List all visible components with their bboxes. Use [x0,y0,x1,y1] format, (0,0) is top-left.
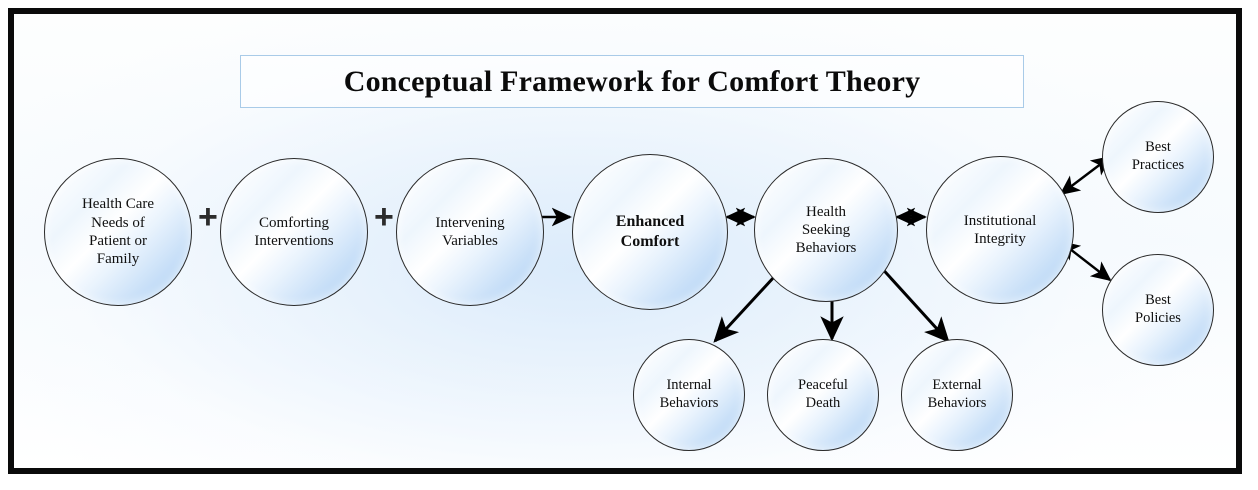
diagram-stage: Conceptual Framework for Comfort Theory [14,14,1236,468]
plus-symbol-2: + [374,198,394,236]
page-title: Conceptual Framework for Comfort Theory [343,64,921,98]
plus-operator-1: + [198,200,218,234]
diagram-frame: Conceptual Framework for Comfort Theory [8,8,1242,474]
diagram-title-box: Conceptual Framework for Comfort Theory [240,55,1024,108]
plus-symbol-1: + [198,198,218,236]
plus-operator-2: + [374,200,394,234]
arrow-institutional-to-best-practices [1059,155,1112,196]
arrow-health-seeking-to-external [876,262,950,343]
